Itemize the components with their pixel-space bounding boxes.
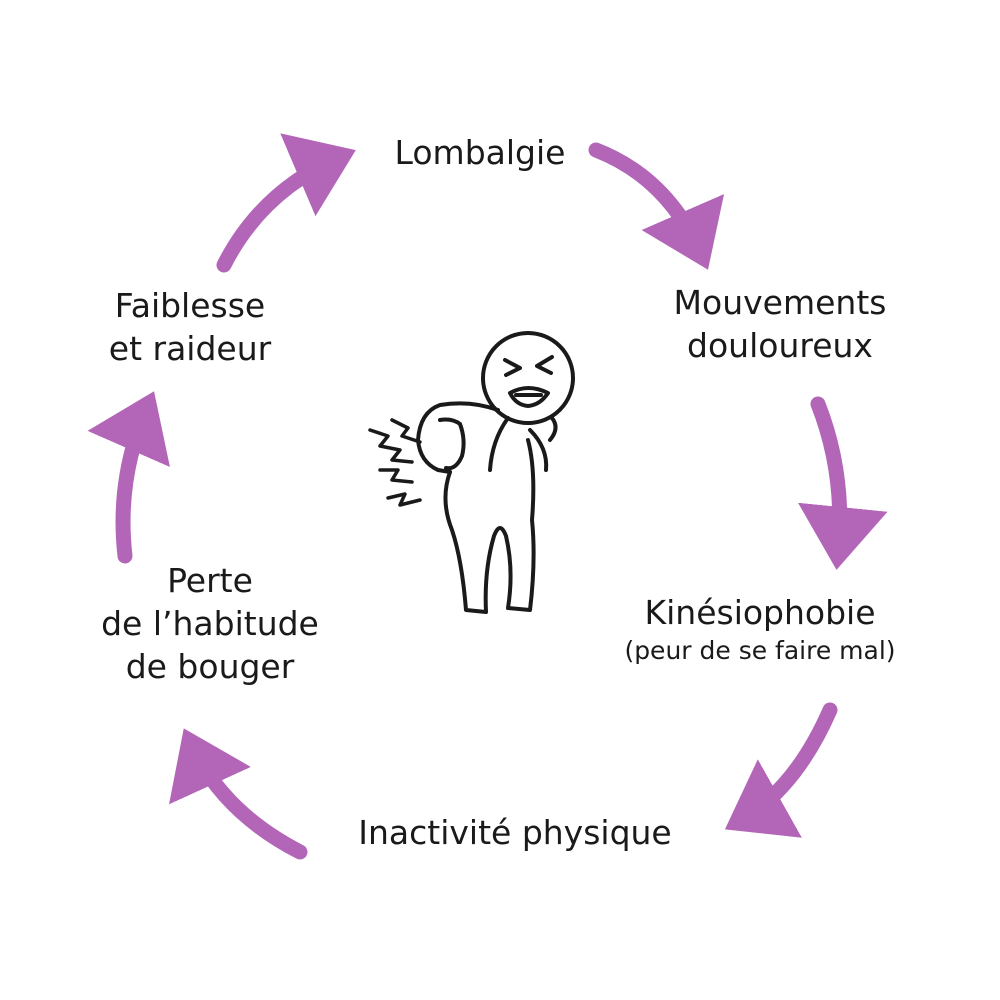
- node-mouvements-line2: douloureux: [687, 325, 873, 365]
- node-mouvements-douloureux: Mouvements douloureux: [650, 282, 910, 368]
- node-faiblesse-line2: et raideur: [108, 328, 272, 368]
- node-inactivite-physique: Inactivité physique: [340, 812, 690, 855]
- arrow-perte-to-faiblesse: [87, 391, 170, 564]
- node-perte-line2: de l’habitude: [101, 603, 319, 643]
- node-perte-line3: de bouger: [125, 646, 295, 686]
- node-perte-line1: Perte: [167, 561, 253, 600]
- node-kinesiophobie-subtitle: (peur de se faire mal): [624, 635, 896, 665]
- arrow-lombalgie-to-mouvements: [588, 142, 725, 270]
- arrow-inactivite-to-perte: [169, 728, 308, 860]
- node-faiblesse-raideur: Faiblesse et raideur: [85, 285, 295, 371]
- arrow-faiblesse-to-lombalgie: [216, 133, 356, 273]
- node-perte-habitude: Perte de l’habitude de bouger: [80, 560, 340, 689]
- node-inactivite-label: Inactivité physique: [358, 813, 672, 852]
- node-lombalgie-label: Lombalgie: [394, 133, 566, 172]
- arrow-mouvements-to-kinesiophobie: [797, 396, 888, 570]
- head-icon: [481, 331, 575, 425]
- node-mouvements-line1: Mouvements: [673, 283, 887, 322]
- node-lombalgie: Lombalgie: [380, 132, 580, 175]
- node-faiblesse-line1: Faiblesse: [114, 286, 266, 325]
- node-kinesiophobie-label: Kinésiophobie: [644, 593, 876, 632]
- back-pain-figure-icon: [368, 331, 575, 614]
- node-kinesiophobie: Kinésiophobie (peur de se faire mal): [600, 592, 920, 667]
- arrow-kinesiophobie-to-inactivite: [724, 702, 838, 838]
